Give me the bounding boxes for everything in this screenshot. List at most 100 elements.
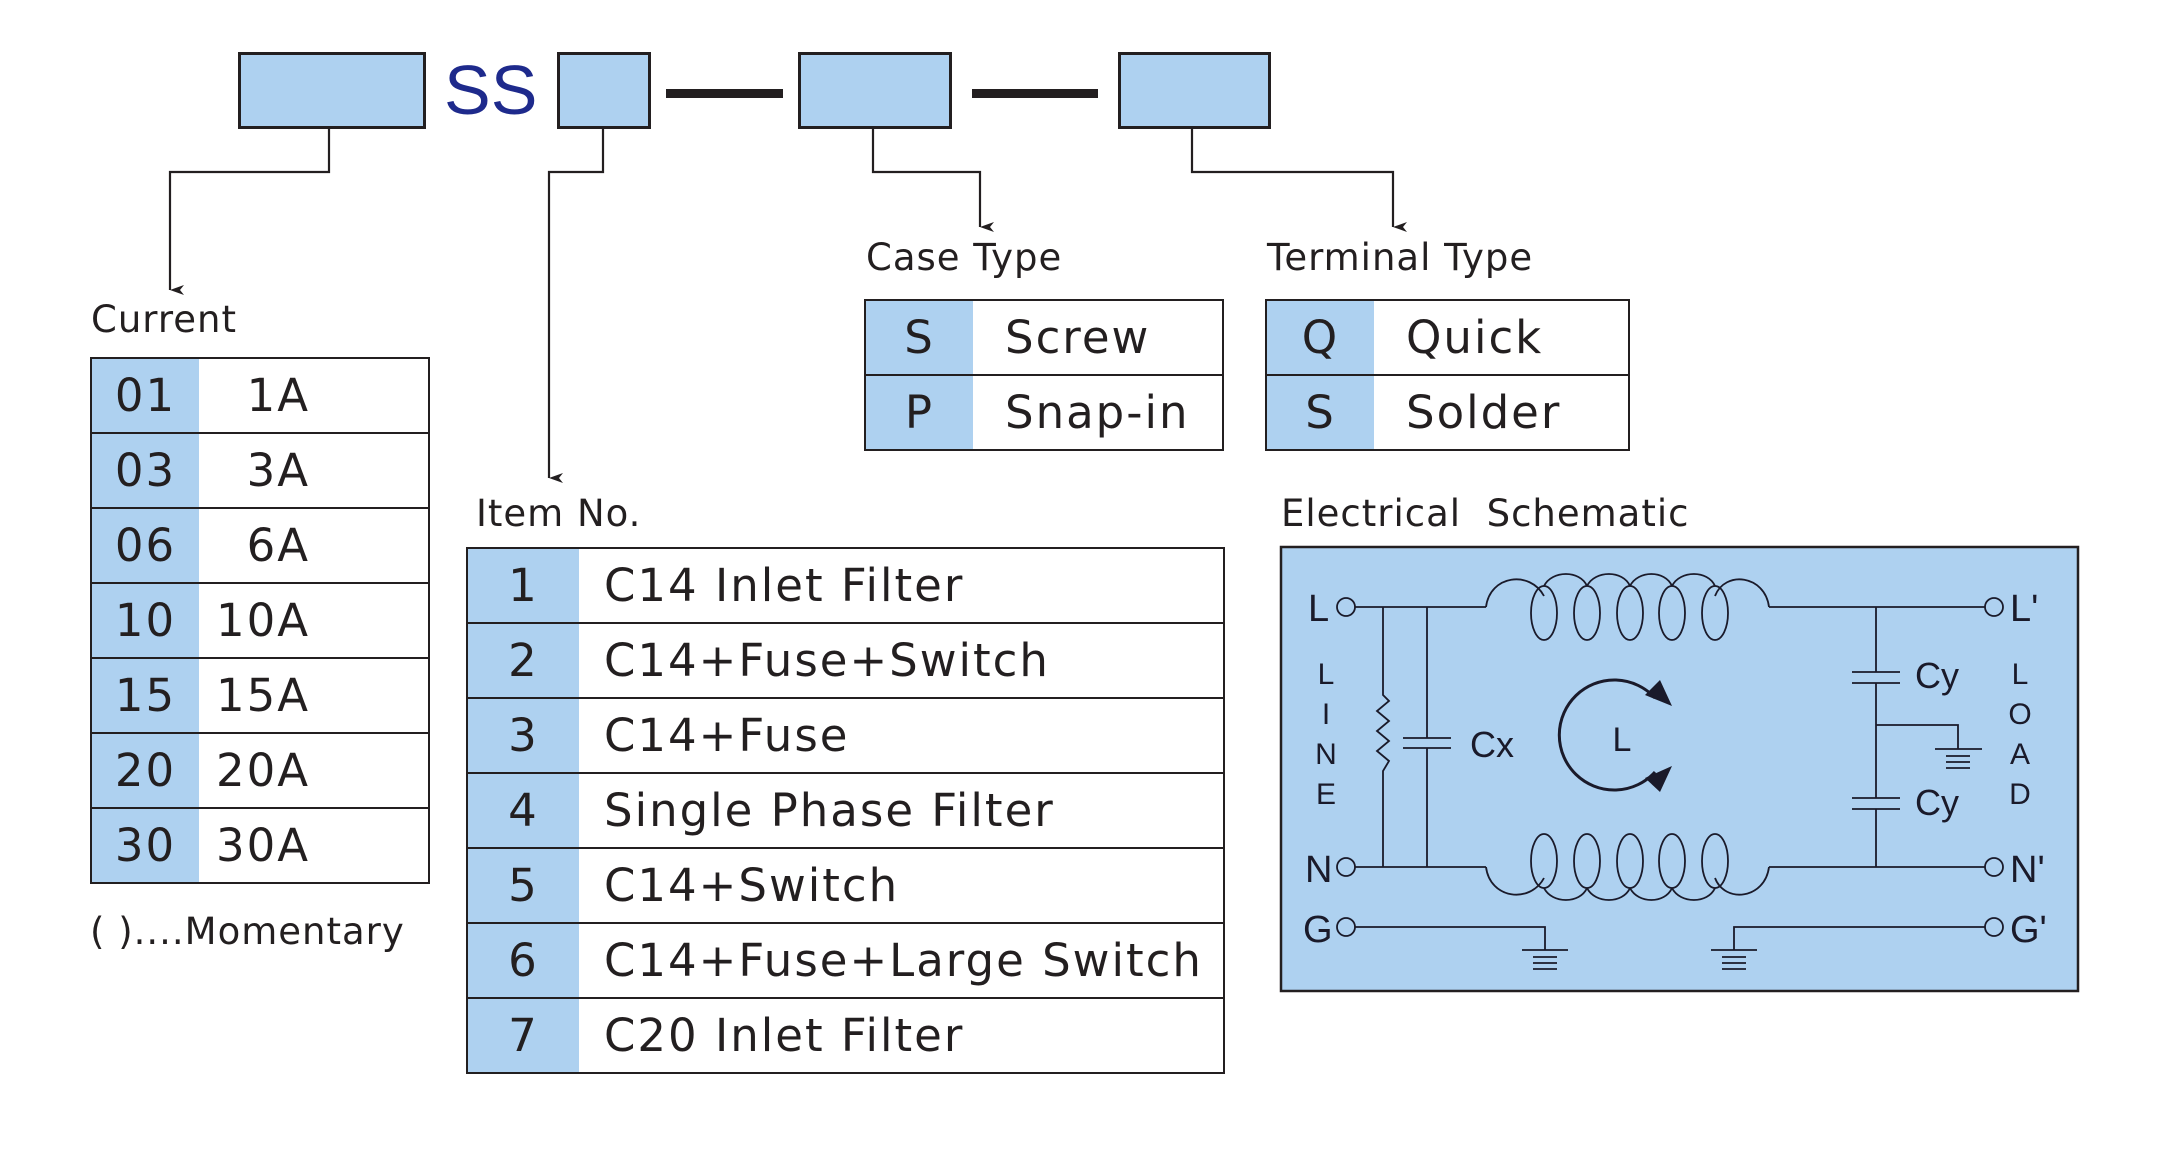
terminal-label-n-out: N': [2010, 849, 2045, 891]
line-label-letter: N: [1315, 738, 1337, 771]
option-code: 03: [91, 432, 199, 508]
series-prefix: SS: [444, 51, 538, 129]
option-code: 5: [467, 847, 579, 923]
inductor-label: L: [1613, 721, 1632, 759]
connector-item: [547, 129, 605, 483]
terminal-label-l: L: [1308, 588, 1329, 630]
option-code: Q: [1266, 300, 1374, 375]
option-value: C20 Inlet Filter: [579, 997, 1224, 1073]
line-label-letter: L: [1318, 658, 1335, 691]
option-code: 3: [467, 697, 579, 773]
momentary-note: ( )....Momentary: [90, 910, 405, 953]
case-type-title: Case Type: [866, 236, 1063, 279]
option-code: 06: [91, 507, 199, 583]
terminal-label-n: N: [1305, 849, 1332, 891]
option-value: Single Phase Filter: [579, 772, 1224, 848]
option-value: 15A: [199, 657, 429, 733]
option-code: 2: [467, 622, 579, 698]
option-code: S: [865, 300, 973, 375]
option-value: C14+Fuse: [579, 697, 1224, 773]
current-loop-icon: [1557, 678, 1657, 792]
option-code: 6: [467, 922, 579, 998]
line-label-letter: E: [1316, 778, 1336, 811]
option-value: Snap-in: [973, 374, 1223, 450]
option-code: 01: [91, 358, 199, 433]
option-code: 1: [467, 548, 579, 623]
option-value: Quick: [1374, 300, 1629, 375]
item-title: Item No.: [476, 492, 642, 535]
capacitor-cy: [1852, 607, 1959, 867]
code-box-case: [798, 52, 952, 129]
option-code: 30: [91, 807, 199, 883]
separator-dash: [972, 89, 1098, 98]
option-value: Solder: [1374, 374, 1629, 450]
option-value: 3A: [199, 432, 429, 508]
option-value: 30A: [199, 807, 429, 883]
connector-current: [168, 129, 331, 295]
current-title: Current: [91, 298, 237, 341]
load-label-letter: A: [2010, 738, 2030, 771]
cx-label: Cx: [1470, 724, 1514, 765]
schematic-title: Electrical Schematic: [1281, 492, 1690, 535]
code-box-current: [238, 52, 426, 129]
option-value: C14+Fuse+Switch: [579, 622, 1224, 698]
code-box-terminal: [1118, 52, 1271, 129]
arrow-head-icon: [1645, 680, 1672, 706]
terminal-label-g: G: [1303, 909, 1333, 951]
option-code: 10: [91, 582, 199, 658]
code-box-item: [557, 52, 651, 129]
terminal-label-l-out: L': [2010, 588, 2038, 630]
bleeder-resistor: [1375, 607, 1391, 867]
option-value: C14+Fuse+Large Switch: [579, 922, 1224, 998]
separator-dash: [666, 89, 783, 98]
option-code: 15: [91, 657, 199, 733]
option-code: 7: [467, 997, 579, 1073]
schematic-panel: [1279, 545, 2080, 993]
option-value: Screw: [973, 300, 1223, 375]
load-label-letter: D: [2009, 778, 2031, 811]
ground-in: [1522, 949, 1568, 970]
option-code: 20: [91, 732, 199, 808]
load-label-letter: O: [2008, 698, 2031, 731]
terminal-l-out: [1984, 597, 2004, 617]
option-code: P: [865, 374, 973, 450]
option-value: 6A: [199, 507, 429, 583]
connector-case: [871, 129, 994, 232]
terminal-label-g-out: G': [2010, 909, 2047, 951]
option-value: 1A: [199, 358, 429, 433]
option-value: C14 Inlet Filter: [579, 548, 1224, 623]
option-value: 10A: [199, 582, 429, 658]
option-value: C14+Switch: [579, 847, 1224, 923]
option-code: 4: [467, 772, 579, 848]
connector-terminal: [1190, 129, 1407, 232]
ground-out: [1711, 949, 1757, 970]
option-code: S: [1266, 374, 1374, 450]
terminal-type-title: Terminal Type: [1267, 236, 1534, 279]
capacitor-cx: [1403, 607, 1451, 867]
load-label-letter: L: [2012, 658, 2029, 691]
option-value: 20A: [199, 732, 429, 808]
ground-cy: [1935, 748, 1982, 769]
arrow-head-icon: [1645, 766, 1672, 792]
terminal-n-out: [1984, 857, 2004, 877]
